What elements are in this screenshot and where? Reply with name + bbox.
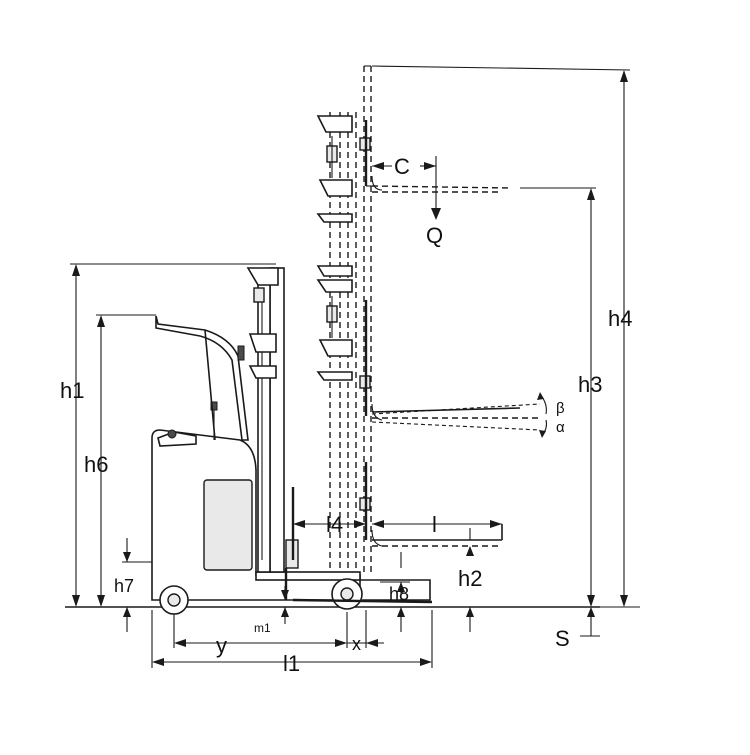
- label-s: S: [555, 626, 570, 651]
- label-y: y: [216, 633, 227, 658]
- dim-h3: [520, 187, 596, 607]
- load-arrow-q: [431, 176, 441, 220]
- forks-middle: [359, 300, 541, 431]
- dim-h4: [371, 65, 631, 607]
- label-l4: l4: [326, 512, 343, 537]
- label-c: C: [394, 154, 410, 179]
- truck-body: [151, 315, 431, 615]
- dim-h2: [466, 528, 474, 632]
- dim-h8: [380, 552, 410, 632]
- dim-l4: [293, 520, 366, 528]
- label-h8: h8: [389, 584, 409, 604]
- tilt-angle-marks: [537, 392, 548, 438]
- forks-lower: [359, 462, 503, 547]
- label-h3: h3: [578, 372, 602, 397]
- dim-c: [372, 156, 437, 176]
- label-beta: β: [556, 400, 565, 417]
- label-h7: h7: [114, 576, 134, 596]
- dim-h6: [96, 314, 156, 607]
- dim-l1: [151, 610, 433, 668]
- forks-top: [359, 120, 511, 193]
- label-h1: h1: [60, 378, 84, 403]
- dim-y: [173, 612, 348, 648]
- label-x: x: [352, 634, 361, 654]
- dim-s: [580, 607, 600, 637]
- mast-lowered: [246, 267, 433, 604]
- label-h4: h4: [608, 306, 632, 331]
- dim-h1: [70, 263, 276, 607]
- dim-l: [372, 520, 502, 528]
- dim-m1: [281, 586, 289, 624]
- label-alpha: α: [556, 419, 565, 436]
- dim-x: [347, 610, 384, 648]
- label-h2: h2: [458, 566, 482, 591]
- label-l1: l1: [283, 651, 300, 676]
- label-m1: m1: [254, 621, 271, 635]
- dim-h7: [122, 538, 152, 632]
- label-l: l: [432, 512, 437, 537]
- label-h6: h6: [84, 452, 108, 477]
- label-q: Q: [426, 223, 443, 248]
